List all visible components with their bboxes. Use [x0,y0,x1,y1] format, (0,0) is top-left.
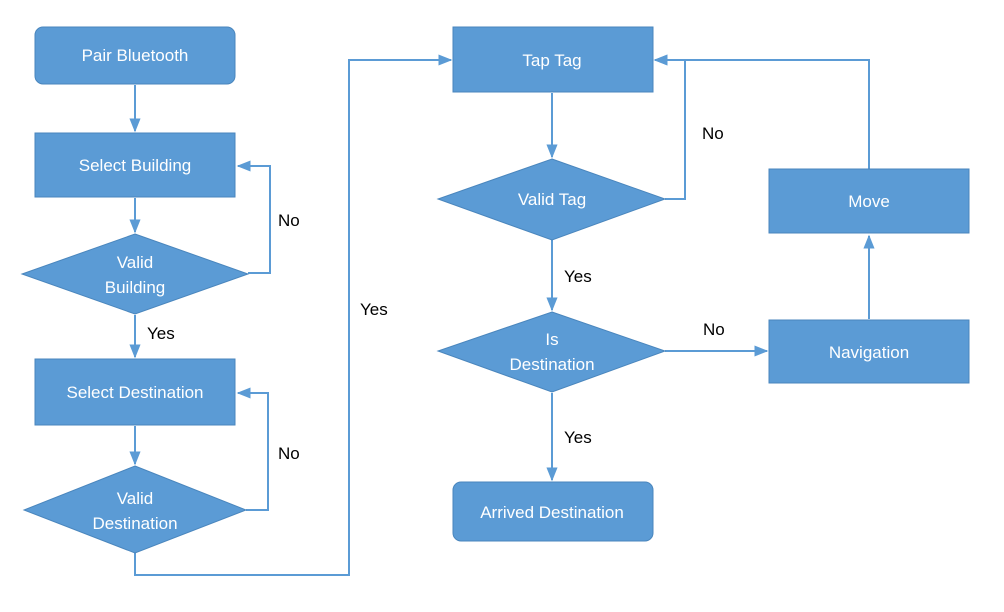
node-valid-tag-label: Valid Tag [518,190,586,209]
edge-valid-tag-no [653,54,686,200]
node-tap-tag: Tap Tag [452,26,654,93]
edges [129,54,875,576]
node-valid-building: Valid Building [20,233,250,315]
label-is-destination-yes: Yes [564,428,592,447]
node-pair-bluetooth-label: Pair Bluetooth [82,46,189,65]
edge-valid-destination-yes [134,54,453,576]
node-select-building: Select Building [34,132,236,198]
label-valid-tag-yes: Yes [564,267,592,286]
node-move-label: Move [848,192,890,211]
edge-move-to-tap-tag [653,54,870,169]
node-pair-bluetooth: Pair Bluetooth [34,26,236,85]
node-select-building-label: Select Building [79,156,191,175]
node-valid-destination-label-line2: Destination [92,514,177,533]
node-valid-destination: Valid Destination [22,465,248,554]
node-select-destination: Select Destination [34,358,236,426]
node-select-destination-label: Select Destination [66,383,203,402]
label-valid-destination-no: No [278,444,300,463]
edge-valid-destination-no [236,387,269,511]
node-navigation-label: Navigation [829,343,909,362]
node-move: Move [768,168,970,234]
node-is-destination-label-line2: Destination [509,355,594,374]
label-valid-building-no: No [278,211,300,230]
label-is-destination-no: No [703,320,725,339]
node-is-destination: Is Destination [436,311,667,393]
node-is-destination-label-line1: Is [545,330,558,349]
node-valid-building-label-line2: Building [105,278,166,297]
label-valid-tag-no: No [702,124,724,143]
node-valid-tag: Valid Tag [436,158,667,241]
edge-valid-building-no [236,160,271,274]
node-arrived-destination: Arrived Destination [452,481,654,542]
node-valid-destination-label-line1: Valid [117,489,154,508]
node-valid-building-label-line1: Valid [117,253,154,272]
label-valid-destination-yes: Yes [360,300,388,319]
label-valid-building-yes: Yes [147,324,175,343]
node-tap-tag-label: Tap Tag [522,51,581,70]
edge-labels: No Yes No Yes No Yes No Yes [147,124,725,463]
node-arrived-destination-label: Arrived Destination [480,503,624,522]
node-navigation: Navigation [768,319,970,384]
